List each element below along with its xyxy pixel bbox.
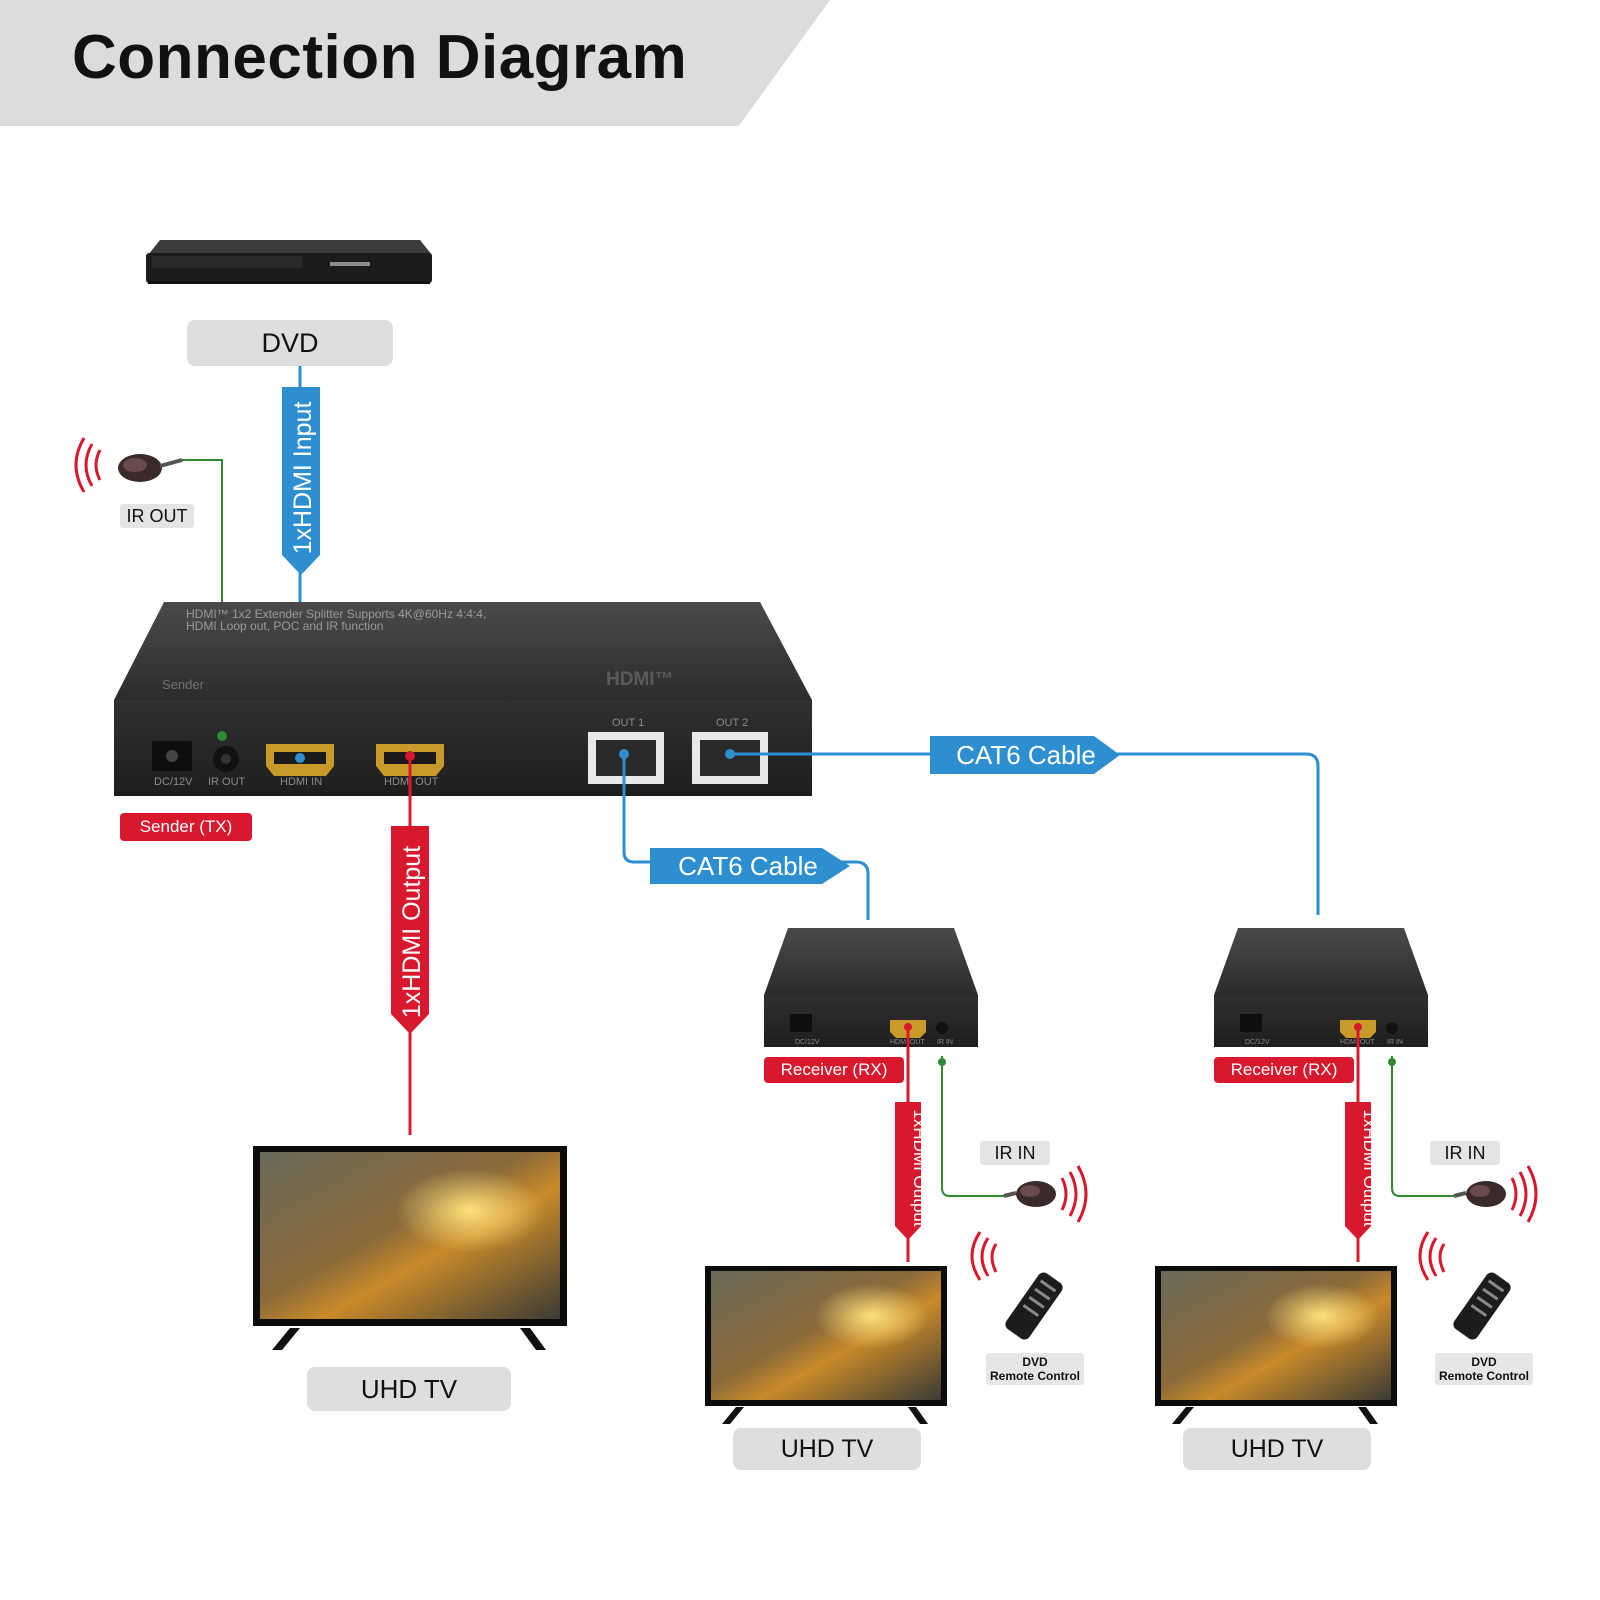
tv-rx2-label: UHD TV xyxy=(1183,1428,1371,1470)
receiver-1-device: DC/12V HDMI OUT IR IN xyxy=(764,928,978,1047)
sender-top-text-1: HDMI™ 1x2 Extender Splitter Supports 4K@… xyxy=(186,607,486,621)
remote-2-label: DVD Remote Control xyxy=(1435,1353,1533,1385)
ir-receiver-1-icon xyxy=(1003,1165,1088,1223)
remote-1-line1: DVD xyxy=(1022,1355,1048,1369)
ir-in-2-label: IR IN xyxy=(1430,1141,1500,1165)
remote-control-1-icon xyxy=(970,1231,1063,1340)
ir-in-1-label: IR IN xyxy=(980,1141,1050,1165)
rx1-port-ir: IR IN xyxy=(937,1039,953,1046)
title-band xyxy=(0,0,830,126)
remote-2-line1: DVD xyxy=(1471,1355,1497,1369)
sender-side-text: Sender xyxy=(162,677,205,692)
hdmi-output-rx2-label-bg xyxy=(1345,1102,1371,1240)
remote-2-line2: Remote Control xyxy=(1439,1369,1529,1383)
hdmi-logo-icon: HDMI™ xyxy=(606,669,674,690)
ir-in-2-cable xyxy=(1391,1056,1454,1197)
hdmi-input-label: 1xHDMI Input xyxy=(289,402,317,555)
dvd-label: DVD xyxy=(187,320,393,366)
hdmi-output-rx1-label: 1xHDMI Output xyxy=(910,1109,929,1226)
cat6-2-label: CAT6 Cable xyxy=(956,740,1096,770)
remote-1-line2: Remote Control xyxy=(990,1369,1080,1383)
cat6-1-label-bg xyxy=(650,848,850,884)
ir-emitter-icon xyxy=(74,437,183,493)
tv-main-icon xyxy=(253,1146,567,1350)
port-out2: OUT 2 xyxy=(716,717,748,729)
receiver-1-label: Receiver (RX) xyxy=(764,1057,904,1083)
rx2-port-ir: IR IN xyxy=(1387,1039,1403,1046)
dvd-player xyxy=(146,240,432,284)
remote-1-label: DVD Remote Control xyxy=(986,1353,1084,1385)
rx2-port-dc: DC/12V xyxy=(1245,1039,1270,1046)
sender-device: HDMI™ 1x2 Extender Splitter Supports 4K@… xyxy=(114,602,812,796)
cat6-2-label-bg xyxy=(930,736,1120,774)
cat6-1-label: CAT6 Cable xyxy=(678,851,818,881)
port-hdmi-in: HDMI IN xyxy=(280,776,322,788)
tv-rx1-label: UHD TV xyxy=(733,1428,921,1470)
page-title: Connection Diagram xyxy=(72,23,688,92)
receiver-2-label: Receiver (RX) xyxy=(1214,1057,1354,1083)
port-dc: DC/12V xyxy=(154,776,193,788)
sender-label: Sender (TX) xyxy=(120,813,252,841)
receiver-2-device: DC/12V HDMI OUT IR IN xyxy=(1214,928,1428,1047)
tv-main-label: UHD TV xyxy=(307,1367,511,1411)
ir-in-1-cable xyxy=(941,1056,1004,1197)
hdmi-output-main-label: 1xHDMI Output xyxy=(398,846,426,1018)
port-ir-out: IR OUT xyxy=(208,776,246,788)
hdmi-output-main-label-bg xyxy=(391,826,429,1034)
remote-control-2-icon xyxy=(1418,1231,1511,1340)
tv-rx1-icon xyxy=(705,1266,947,1424)
hdmi-input-label-bg xyxy=(282,387,320,575)
port-out1: OUT 1 xyxy=(612,717,644,729)
rx1-port-dc: DC/12V xyxy=(795,1039,820,1046)
sender-top-text-2: HDMI Loop out, POC and IR function xyxy=(186,619,383,633)
ir-out-label: IR OUT xyxy=(120,504,194,528)
hdmi-output-rx1-label-bg xyxy=(895,1102,921,1240)
cat6-cable-2 xyxy=(730,752,1320,915)
ir-receiver-2-icon xyxy=(1453,1165,1538,1223)
tv-rx2-icon xyxy=(1155,1266,1397,1424)
hdmi-output-rx2-label: 1xHDMI Output xyxy=(1360,1109,1379,1226)
